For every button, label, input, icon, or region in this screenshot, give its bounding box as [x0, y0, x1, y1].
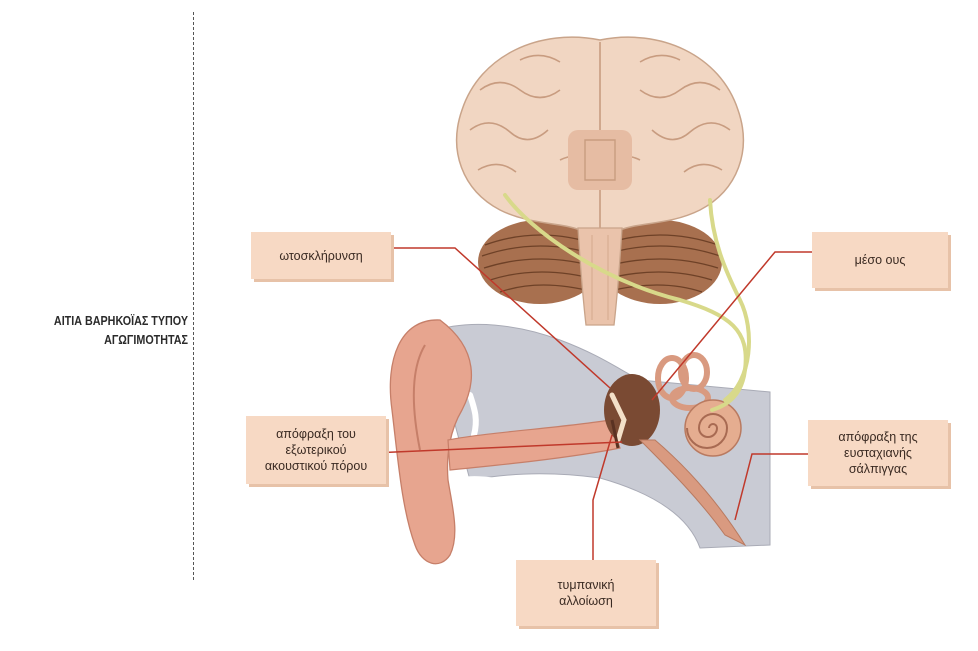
label-middle-ear: μέσο ους [812, 232, 948, 288]
label-canal-obstruction-line1: απόφραξη του [276, 426, 356, 442]
basal-ganglia [568, 130, 632, 190]
label-tympanic-line1: τυμπανική [558, 577, 615, 593]
label-tympanic-line2: αλλοίωση [559, 593, 613, 609]
label-eustachian-line2: ευσταχιανής [844, 445, 912, 461]
label-canal-obstruction-line2: εξωτερικού [285, 442, 346, 458]
label-otosclerosis-text: ωτοσκλήρυνση [279, 248, 362, 264]
label-canal-obstruction: απόφραξη του εξωτερικού ακουστικού πόρου [246, 416, 386, 484]
label-tympanic-alteration: τυμπανική αλλοίωση [516, 560, 656, 626]
label-eustachian-line3: σάλπιγγας [849, 461, 907, 477]
label-eustachian-obstruction: απόφραξη της ευσταχιανής σάλπιγγας [808, 420, 948, 486]
label-eustachian-line1: απόφραξη της [838, 429, 917, 445]
label-middle-ear-text: μέσο ους [855, 252, 906, 268]
brain-illustration [457, 37, 744, 325]
label-otosclerosis: ωτοσκλήρυνση [251, 232, 391, 279]
ear-anatomy-illustration [390, 320, 770, 564]
label-canal-obstruction-line3: ακουστικού πόρου [265, 458, 367, 474]
